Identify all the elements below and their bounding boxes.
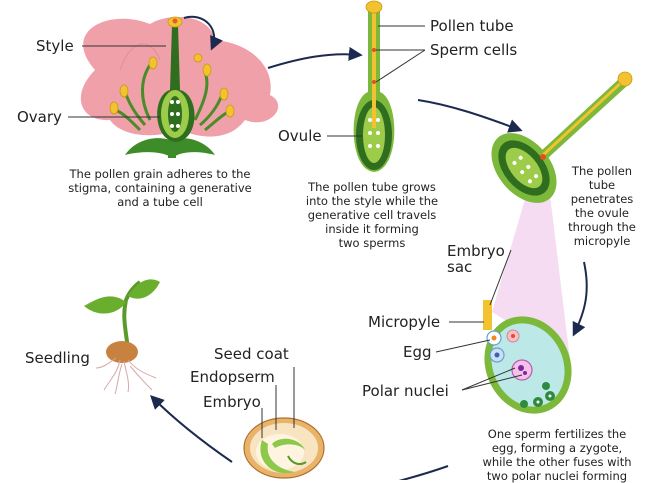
ovule-label: Ovule [278,127,322,145]
sperm-cells-label: Sperm cells [430,41,518,59]
seedling-label: Seedling [25,349,90,367]
seedling-illustration [84,279,160,395]
step3-caption: The pollen tube penetrates the ovule thr… [568,164,636,248]
pollen-tube-label: Pollen tube [430,17,514,35]
flower-illustration [80,15,279,158]
ovary-label: Ovary [17,108,62,126]
step2-caption: The pollen tube grows into the style whi… [305,180,439,250]
seed-cross-section [243,417,325,479]
pistil-with-pollen-tube [353,0,395,172]
seed-coat-label: Seed coat [214,345,289,363]
step4-caption: One sperm fertilizes the egg, forming a … [482,427,632,483]
polar-nuclei-label: Polar nuclei [362,382,449,400]
embryo-sac [483,300,572,414]
egg-label: Egg [403,343,432,361]
step1-caption: The pollen grain adheres to the stigma, … [68,167,252,209]
zoom-beam [492,158,570,360]
embryo-sac-label-line1: Embryo [447,242,505,260]
style-label: Style [36,37,74,55]
endosperm-label: Endopserm [190,368,275,386]
micropyle-label: Micropyle [368,313,441,331]
embryo-sac-label-line2: sac [447,258,473,276]
ovule-penetration [491,71,633,203]
embryo-label: Embryo [203,393,261,411]
